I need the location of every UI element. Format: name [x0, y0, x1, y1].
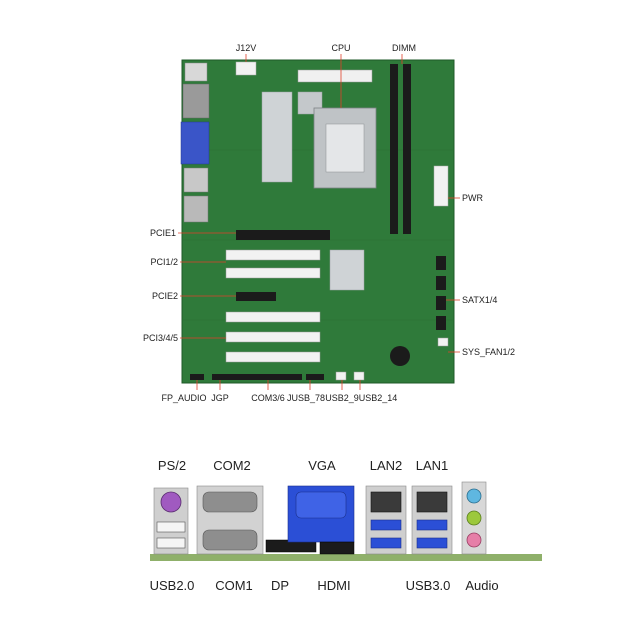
label-usb214: USB2_14: [359, 393, 398, 403]
pci5-slot: [225, 351, 321, 363]
label-j12v: J12V: [236, 43, 257, 53]
label-com2: COM2: [213, 458, 251, 473]
pwr-connector: [433, 165, 449, 207]
usb20-port-upper: [156, 521, 186, 533]
label-lan2: LAN2: [370, 458, 403, 473]
label-pci345: PCI3/4/5: [143, 333, 178, 343]
label-sysfan: SYS_FAN1/2: [462, 347, 515, 357]
label-cpu: CPU: [331, 43, 350, 53]
pci4-slot: [225, 331, 321, 343]
label-vga: VGA: [308, 458, 336, 473]
label-jusb78: JUSB_78: [287, 393, 325, 403]
label-pwr: PWR: [462, 193, 483, 203]
vga-stack: [287, 485, 355, 543]
label-hdmi: HDMI: [317, 578, 350, 593]
label-pcie1: PCIE1: [150, 228, 176, 238]
sys-fan-headers: [437, 337, 449, 347]
expansion-slots: [225, 230, 330, 363]
com-stack: [196, 485, 264, 555]
cpu-socket: [313, 107, 377, 189]
lan1-usb3-stack: [411, 485, 453, 555]
com1-port: [202, 529, 258, 551]
com2-port: [202, 491, 258, 513]
sata-connectors: [436, 256, 446, 330]
board-rear-io-stack: [180, 62, 210, 223]
pci1-slot: [225, 249, 321, 261]
pcie2-slot: [236, 292, 276, 301]
audio-line-out: [466, 510, 482, 526]
audio-line-in: [466, 488, 482, 504]
usb30-port-4: [416, 537, 448, 549]
usb30-port-3: [416, 519, 448, 531]
ps2-usb-stack: [153, 487, 189, 555]
pci2-slot: [225, 267, 321, 279]
usb30-port-2: [370, 537, 402, 549]
cmos-battery: [390, 346, 410, 366]
label-com1: COM1: [215, 578, 253, 593]
lan1-port: [416, 491, 448, 513]
bottom-headers: [190, 371, 365, 381]
label-pcie2: PCIE2: [152, 291, 178, 301]
label-pci12: PCI1/2: [150, 257, 178, 267]
usb30-port-1: [370, 519, 402, 531]
label-com36: COM3/6: [251, 393, 285, 403]
label-dimm: DIMM: [392, 43, 416, 53]
chipset-heatsink: [329, 249, 365, 291]
audio-mic: [466, 532, 482, 548]
label-fp-audio: FP_AUDIO: [161, 393, 206, 403]
pcie1-slot: [236, 230, 330, 240]
hdmi-port: [319, 541, 355, 555]
top-leader-lines: [178, 54, 460, 390]
pci3-slot: [225, 311, 321, 323]
io-panel-pcb-edge: [150, 554, 542, 561]
ps2-port: [160, 491, 182, 513]
lan2-usb3-stack: [365, 485, 407, 555]
label-dp: DP: [271, 578, 289, 593]
label-satx: SATX1/4: [462, 295, 497, 305]
label-jgp: JGP: [211, 393, 229, 403]
usb20-port-lower: [156, 537, 186, 549]
label-usb20: USB2.0: [150, 578, 195, 593]
label-ps2: PS/2: [158, 458, 186, 473]
label-usb30: USB3.0: [406, 578, 451, 593]
dimm-slots: [390, 64, 411, 234]
top-header-bar: [297, 69, 373, 83]
vga-port: [295, 491, 347, 519]
label-audio: Audio: [465, 578, 498, 593]
j12v-connector: [235, 61, 257, 76]
label-lan1: LAN1: [416, 458, 449, 473]
audio-stack: [461, 481, 487, 555]
label-usb29: USB2_9: [325, 393, 359, 403]
lan2-port: [370, 491, 402, 513]
